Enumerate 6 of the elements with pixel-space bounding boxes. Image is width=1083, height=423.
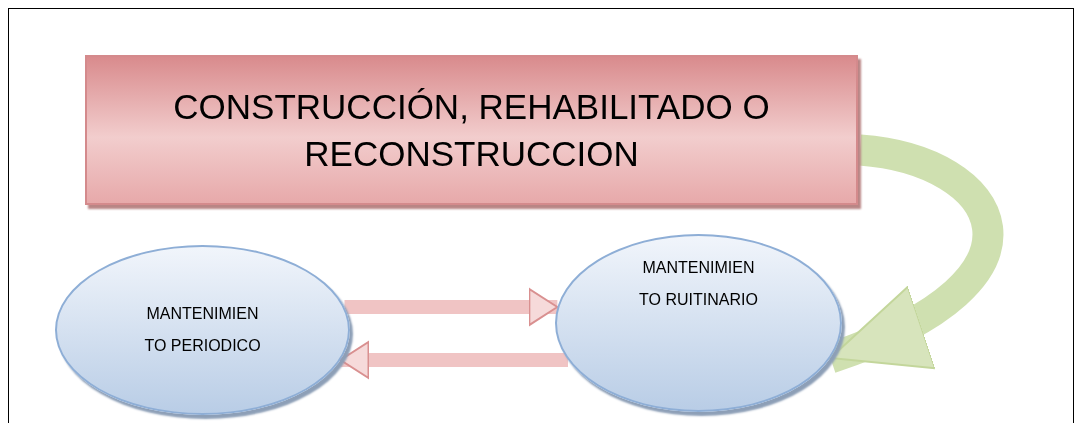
node-label: MANTENIMIEN TO PERIODICO bbox=[143, 304, 262, 356]
node-label: MANTENIMIEN TO RUITINARIO bbox=[638, 258, 759, 310]
block-arrow bbox=[344, 288, 559, 326]
node-label: CONSTRUCCIÓN, REHABILITADO O RECONSTRUCCION bbox=[172, 86, 771, 175]
block-arrow bbox=[339, 341, 568, 379]
process-box bbox=[85, 55, 858, 205]
